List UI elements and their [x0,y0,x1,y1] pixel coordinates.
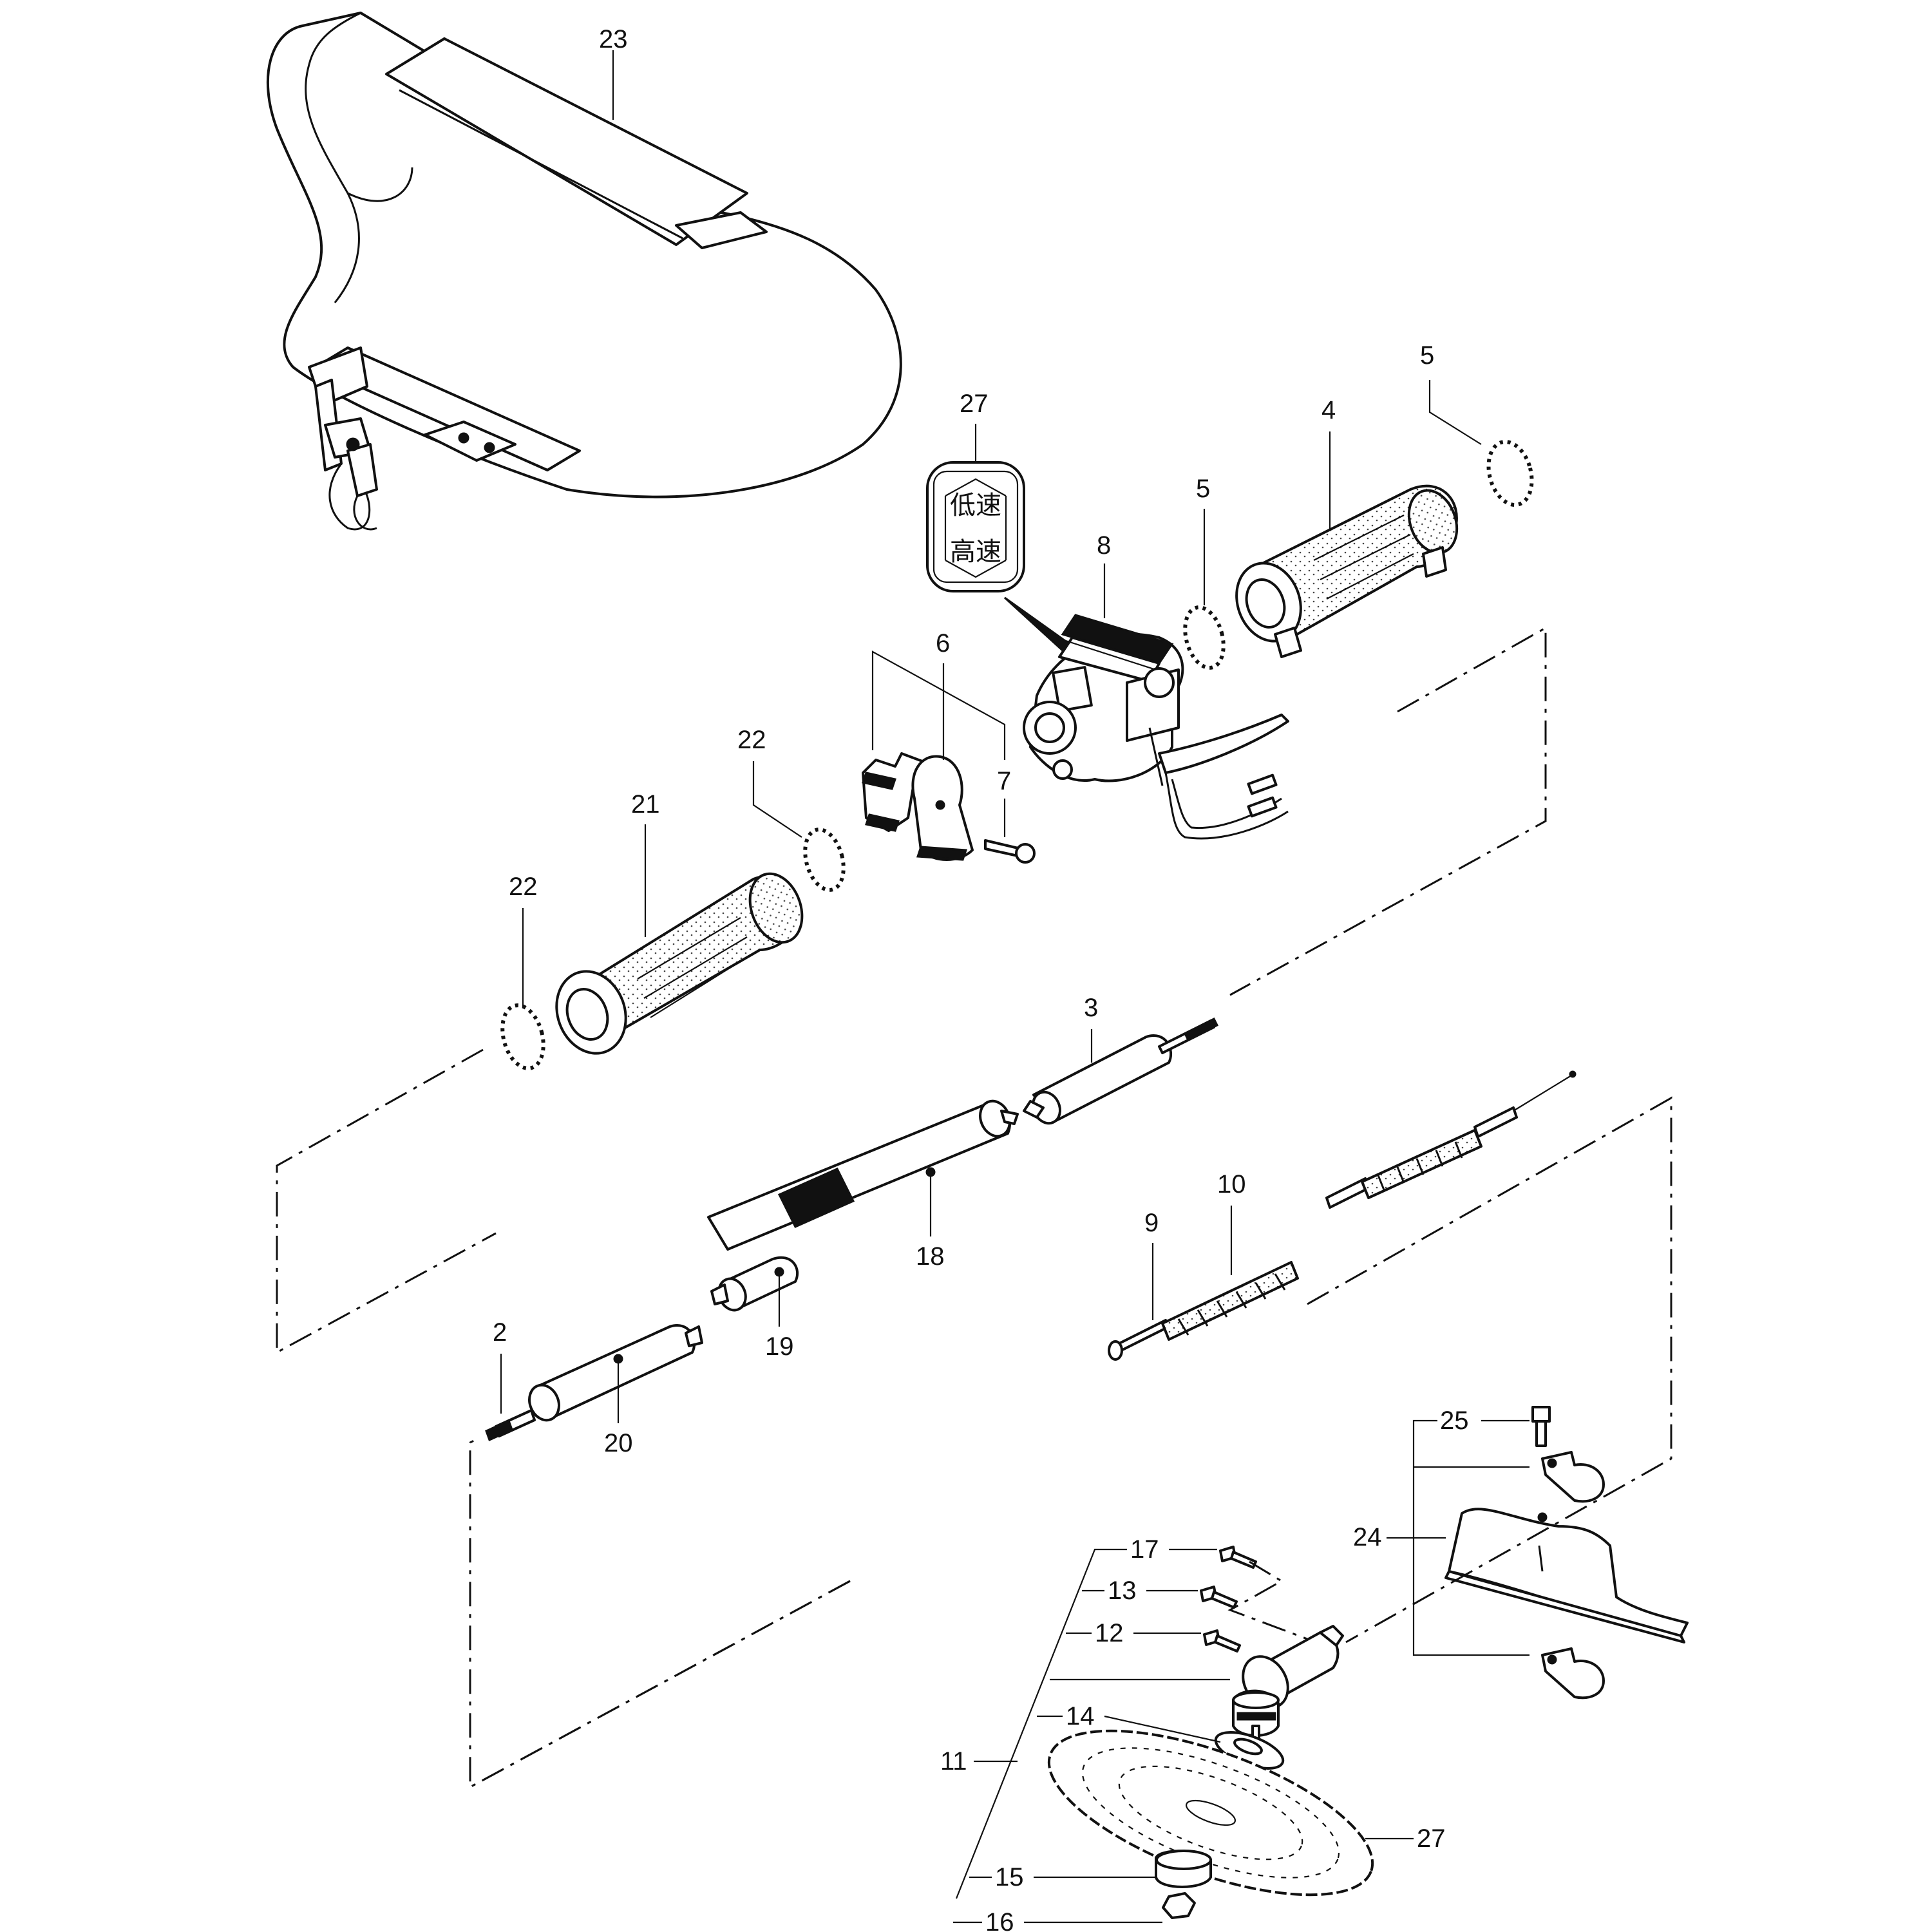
callout-number-4: 4 [1321,396,1336,424]
callout-23: 23 [599,25,628,120]
speed-label-sticker: 27 低速 高速 [926,390,1025,592]
grass-guard [1444,1508,1689,1643]
handle-clamp-upper [911,755,974,861]
callout-9: 9 [1144,1209,1159,1320]
callout-27-blade: 27 [1365,1824,1446,1853]
callout-number-7: 7 [997,767,1011,795]
callout-5-upper: 5 [1420,341,1482,445]
callout-22-upper: 22 [737,726,802,838]
callout-14: 14 [1037,1702,1221,1743]
retaining-ring-left-upper [803,828,846,892]
guard-clamp-upper [1541,1451,1605,1503]
callout-16: 16 [953,1908,1162,1932]
callout-number-17: 17 [1130,1535,1159,1564]
lower-blade-washer [1155,1850,1212,1888]
callout-13: 13 [1082,1577,1198,1605]
outer-pipe [707,1099,1019,1251]
drive-shaft-upper [1023,1017,1219,1125]
callout-8: 8 [1097,531,1111,618]
guard-bolt [1531,1406,1551,1447]
callout-10: 10 [1217,1170,1246,1275]
callout-number-11: 11 [940,1747,967,1776]
callout-number-5-upper: 5 [1420,341,1434,370]
callout-number-19: 19 [765,1332,794,1361]
gear-case [1232,1625,1344,1753]
lower-pipe [528,1324,703,1422]
callout-24: 24 [1353,1523,1446,1551]
callout-number-15: 15 [995,1863,1024,1891]
pipe-section [710,1256,799,1312]
callout-number-3: 3 [1084,994,1098,1022]
assembly-alignment-lines [276,626,1672,1789]
saw-blade [1047,1729,1374,1897]
callout-number-8: 8 [1097,531,1111,560]
callout-3: 3 [1084,994,1098,1063]
retaining-ring-upper-right [1486,439,1534,507]
callout-number-5-lower: 5 [1196,475,1210,503]
callout-number-12: 12 [1095,1619,1124,1647]
low-speed-text: 低速 [950,491,1001,520]
retaining-ring-left-lower [500,1003,545,1070]
callout-number-18: 18 [916,1242,945,1271]
callout-19: 19 [765,1275,794,1361]
callout-number-27-blade: 27 [1417,1824,1446,1853]
callout-7: 7 [871,650,1011,837]
callout-4: 4 [1321,396,1336,531]
callout-5-lower: 5 [1196,475,1210,605]
callout-11: 11 [940,1678,1230,1776]
callout-15: 15 [969,1863,1156,1891]
callout-6: 6 [936,629,950,760]
gear-case-bolts [1200,1546,1257,1653]
callout-number-22-upper: 22 [737,726,766,754]
callout-number-14: 14 [1066,1702,1095,1730]
blade-nut [1162,1892,1196,1919]
callout-21: 21 [631,790,660,937]
callout-number-27-label: 27 [960,390,989,418]
callout-18: 18 [916,1175,945,1271]
callout-22-lower: 22 [509,873,538,1008]
right-grip [1235,484,1459,658]
callout-number-20: 20 [604,1429,633,1457]
throttle-handle [1023,614,1289,840]
high-speed-text: 高速 [950,537,1001,567]
callout-number-21: 21 [631,790,660,819]
callout-number-23: 23 [599,25,628,53]
callout-number-9: 9 [1144,1209,1159,1237]
callout-number-24: 24 [1353,1523,1382,1551]
callout-2: 2 [493,1318,507,1414]
callout-20: 20 [604,1362,633,1457]
shoulder-harness [266,12,902,531]
clamp-bolt [984,839,1036,864]
callout-number-25: 25 [1440,1406,1469,1435]
callout-number-6: 6 [936,629,950,658]
inner-drive-shaft [485,1409,536,1442]
callout-17: 17 [955,1535,1217,1899]
callout-12: 12 [1066,1619,1201,1647]
throttle-cable [1108,1070,1577,1361]
callout-number-2: 2 [493,1318,507,1347]
left-grip [555,872,804,1055]
callout-number-13: 13 [1108,1577,1137,1605]
callout-number-16: 16 [985,1908,1014,1932]
retaining-ring-throttle-side [1183,605,1226,670]
callout-number-10: 10 [1217,1170,1246,1198]
callout-number-22-lower: 22 [509,873,538,901]
guard-clamp-lower [1541,1647,1605,1700]
